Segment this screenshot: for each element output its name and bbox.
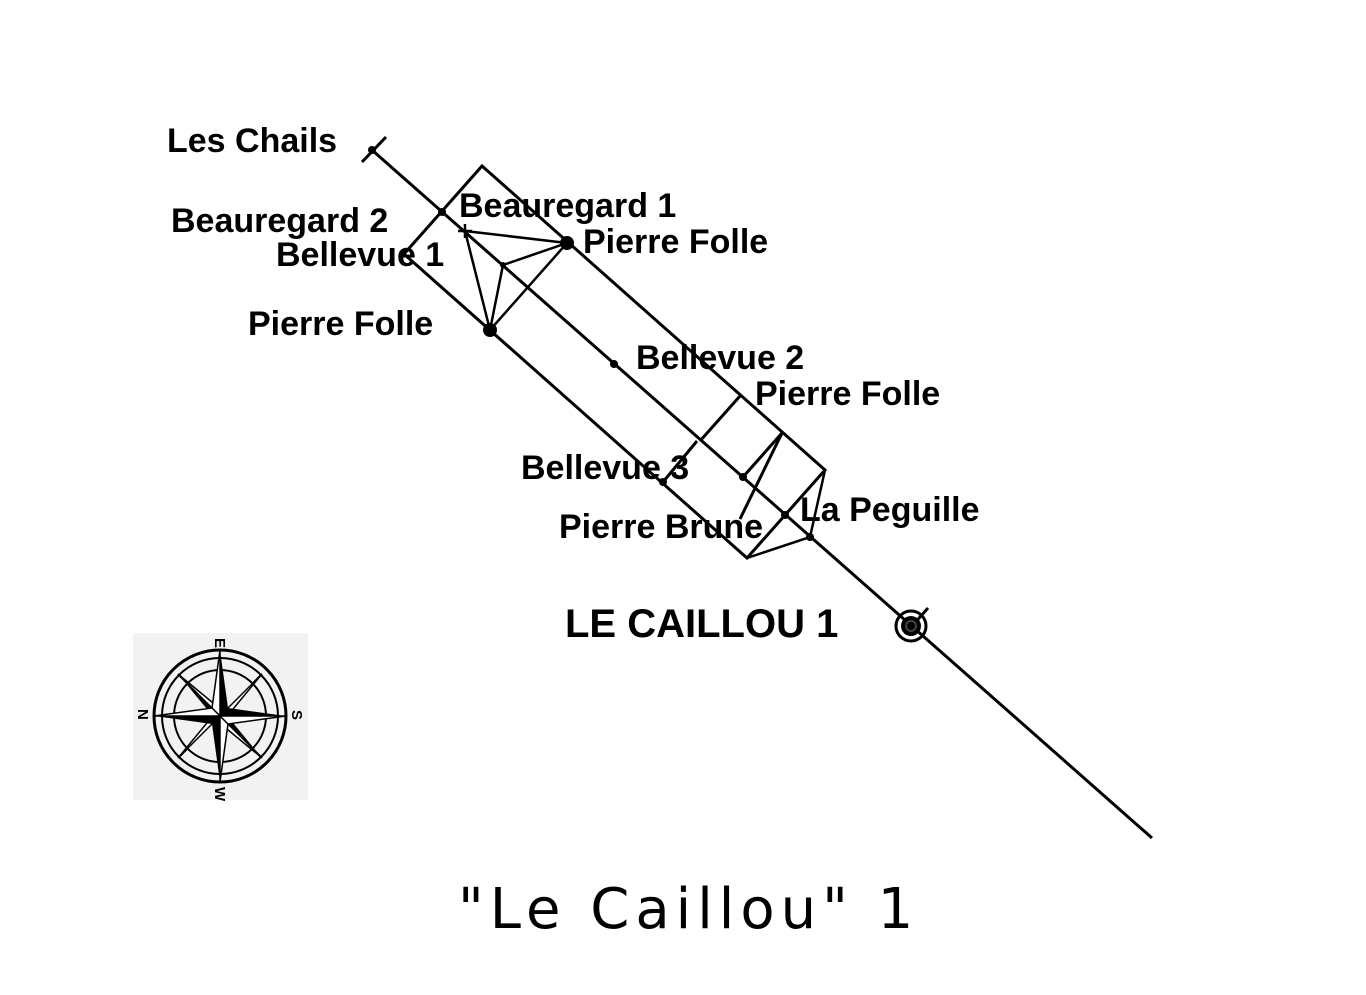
cross-line-3	[661, 440, 699, 483]
diagram-title: "Le Caillou" 1	[458, 877, 919, 942]
compass-letter-n: N	[134, 709, 151, 720]
tri-line-1	[464, 229, 568, 245]
label-le-caillou-1: LE CAILLOU 1	[565, 602, 838, 646]
tri-line-2	[463, 230, 492, 331]
compass-letter-w: W	[211, 787, 228, 802]
label-beauregard-2: Beauregard 2	[171, 202, 388, 240]
point-bellevue-3	[659, 478, 667, 486]
label-beauregard-1: Beauregard 1	[459, 187, 676, 225]
cross-line-2	[738, 432, 784, 520]
tri-line-5	[489, 242, 568, 331]
label-bellevue-1: Bellevue 1	[276, 236, 444, 274]
label-bellevue-3: Bellevue 3	[521, 449, 689, 487]
point-bellevue-2	[610, 360, 618, 368]
tri-line-4	[488, 264, 505, 331]
point-la-peguille	[806, 533, 814, 541]
label-la-peguille: La Peguille	[800, 491, 980, 529]
point-pierre-folle-a	[560, 236, 574, 250]
point-pierre-folle-b	[483, 323, 497, 337]
label-bellevue-2: Bellevue 2	[636, 339, 804, 377]
point-les-chails	[368, 146, 376, 154]
point-pierre-folle-c	[739, 473, 747, 481]
compass-letter-s: S	[288, 710, 305, 720]
le-caillou-target-icon	[894, 609, 928, 643]
label-les-chails: Les Chails	[167, 122, 337, 160]
cross-line-4	[741, 432, 784, 478]
point-bellevue-1	[500, 262, 506, 268]
compass-rose-icon: E S W N	[133, 633, 308, 802]
point-pierre-brune	[781, 511, 789, 519]
compass-letter-e: E	[211, 638, 228, 648]
label-pierre-folle-b: Pierre Folle	[248, 305, 433, 343]
label-pierre-folle-c: Pierre Folle	[755, 375, 940, 413]
tri-line-3	[502, 241, 568, 267]
cross-line-1	[698, 395, 742, 442]
label-pierre-brune: Pierre Brune	[559, 508, 763, 546]
label-pierre-folle-a: Pierre Folle	[583, 223, 768, 261]
point-beauregard-2	[438, 208, 446, 216]
